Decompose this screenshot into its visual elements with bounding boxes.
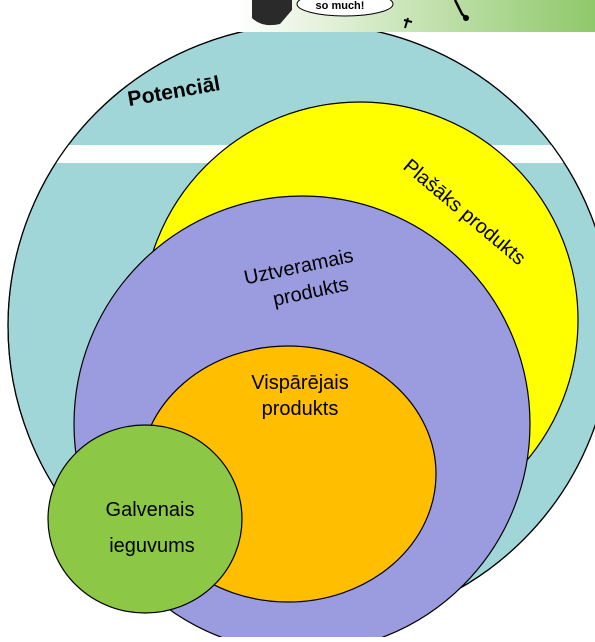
core-layer: Galvenais ieguvums — [47, 424, 243, 614]
banner-background — [236, 0, 595, 32]
core-circle — [47, 424, 243, 614]
generic-label-line1: Vispārējais — [251, 372, 348, 394]
core-label-line2: ieguvums — [109, 535, 195, 557]
tool-tip-icon — [463, 15, 469, 21]
speech-text: so much! — [316, 0, 365, 12]
banner-image: so much! — [236, 0, 595, 32]
hand-icon — [403, 17, 413, 29]
core-label-line1: Galvenais — [106, 499, 195, 521]
speech-bubble — [296, 0, 394, 17]
generic-label-line2: produkts — [262, 398, 339, 420]
character-icon — [252, 0, 292, 26]
